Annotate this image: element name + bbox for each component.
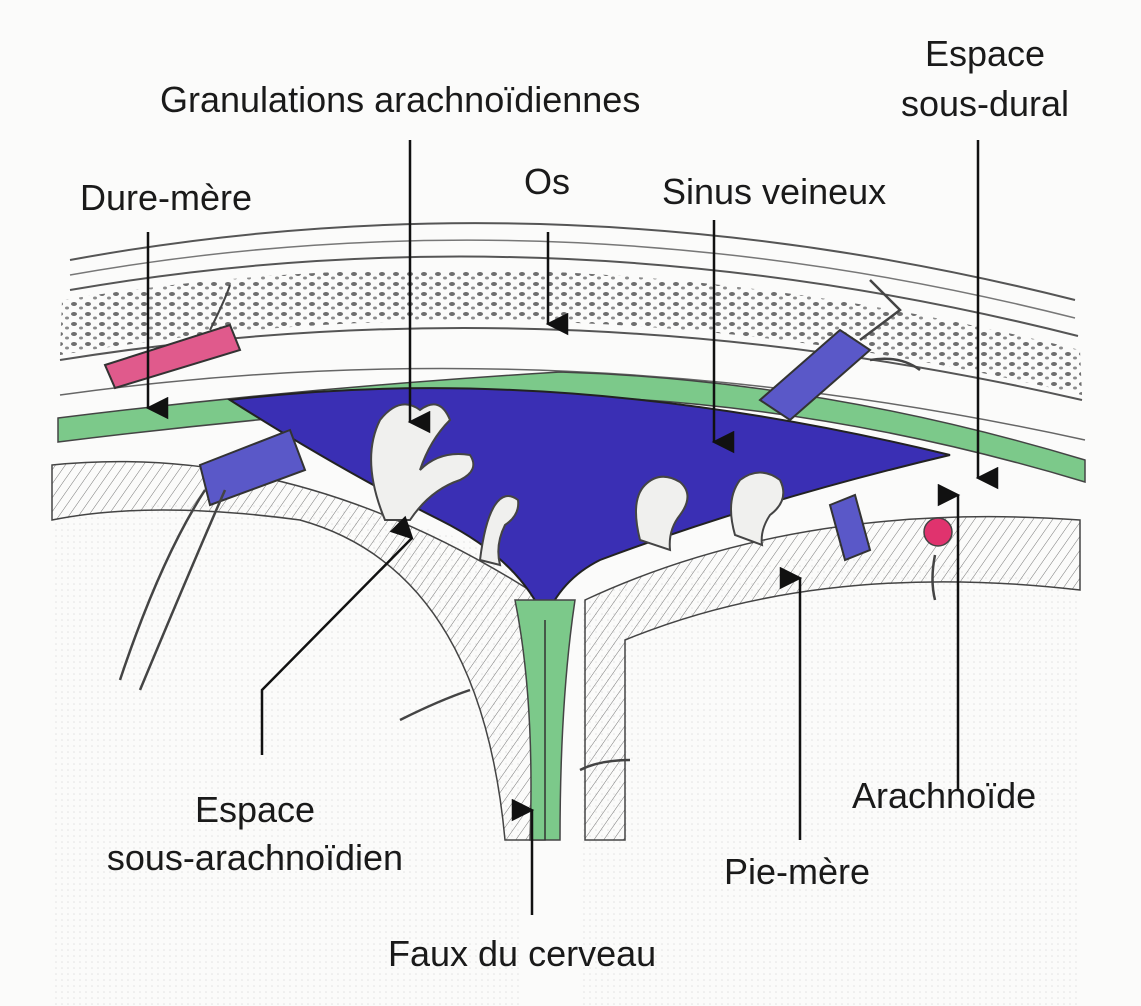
- label-espace-sous-dural-line1: Espace: [924, 33, 1046, 74]
- subarachnoid-space-right: [584, 515, 1081, 841]
- label-faux-du-cerveau: Faux du cerveau: [388, 933, 657, 974]
- brain-tissue-right: [580, 557, 1080, 1006]
- label-arachnoide: Arachnoïde: [852, 775, 1037, 816]
- arachnoid-granulations: [370, 403, 785, 567]
- bone-outer-line: [69, 222, 1076, 301]
- arrow-sous-arachnoidien: [260, 515, 414, 755]
- vein-outlines: [118, 279, 937, 772]
- brain-tissue: [55, 502, 520, 1006]
- label-sinus-veineux: Sinus veineux: [662, 171, 887, 212]
- label-espace-sous-dural-line2: sous-dural: [900, 83, 1070, 124]
- label-granulations: Granulations arachnoïdiennes: [160, 79, 641, 120]
- bone-inner-line-2: [59, 367, 1086, 441]
- label-pie-mere: Pie-mère: [724, 851, 871, 892]
- label-os: Os: [524, 161, 571, 202]
- label-dure-mere: Dure-mère: [80, 177, 253, 218]
- label-espace-sous-arachnoidien-line2: sous-arachnoïdien: [106, 837, 404, 878]
- bone-line-3: [69, 255, 1079, 337]
- bone-line-2: [69, 239, 1076, 319]
- artery: [103, 323, 242, 390]
- label-espace-sous-arachnoidien: Espace sous-arachnoïdien: [50, 790, 460, 878]
- label-espace-sous-arachnoidien-line1: Espace: [194, 789, 316, 830]
- label-espace-sous-dural: Espace sous-dural: [870, 34, 1100, 124]
- artery-section: [923, 517, 953, 547]
- bridging-veins: [198, 328, 872, 562]
- bone-diploe: [60, 269, 1082, 395]
